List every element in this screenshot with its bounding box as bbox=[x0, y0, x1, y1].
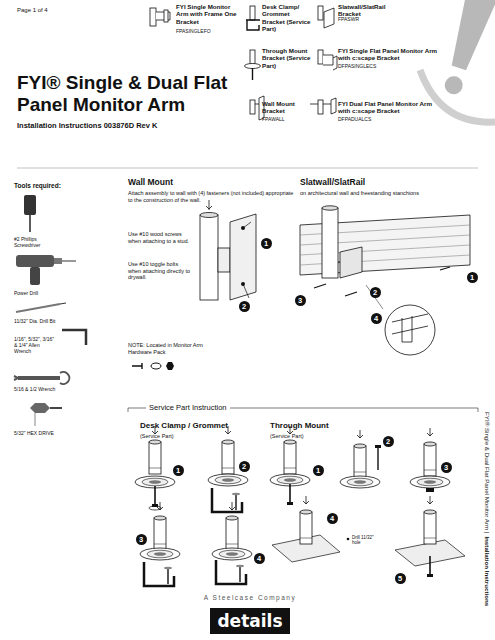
product-name: Through Mount Bracket (Service Part) bbox=[262, 47, 316, 69]
section-heading: Tools required: bbox=[14, 182, 94, 190]
part-number: DFPADUALCS bbox=[338, 116, 398, 122]
callout-text: 3 bbox=[298, 296, 302, 305]
product-name: FYI Dual Flat Panel Monitor Arm with c:s… bbox=[338, 100, 440, 115]
logo-box: details bbox=[210, 608, 290, 634]
product-name: Wall Mount Bracket bbox=[262, 100, 316, 115]
callout-text: 4 bbox=[257, 554, 261, 563]
callout-text: 3 bbox=[139, 535, 143, 544]
callout-number: 1 bbox=[313, 465, 324, 476]
part-number: DFPASINGLECS bbox=[338, 63, 398, 69]
callout-number: 4 bbox=[327, 513, 338, 524]
page-number: Page 1 of 4 bbox=[17, 7, 97, 14]
tool-name: Power Drill bbox=[14, 290, 74, 296]
callout-number: 2 bbox=[239, 301, 250, 312]
callout-number: 1 bbox=[173, 465, 184, 476]
callout-number: 2 bbox=[239, 461, 250, 472]
product-name: FYI Single Flat Panel Monitor Arm with c… bbox=[338, 47, 440, 62]
note-text: NOTE: Located in Monitor Arm Hardware Pa… bbox=[128, 342, 220, 355]
callout-text: 2 bbox=[373, 288, 377, 297]
tool-name: 5/32" HEX DRIVE bbox=[14, 430, 84, 436]
callout-number: 2 bbox=[383, 436, 394, 447]
section-heading: Desk Clamp / Grommet bbox=[140, 421, 260, 431]
callout-text: 3 bbox=[444, 463, 448, 472]
bracket-heading: Service Part Instruction bbox=[146, 403, 230, 412]
callout-number: 3 bbox=[441, 462, 452, 473]
callout-number: 5 bbox=[395, 573, 406, 584]
title: FYI® Single & Dual Flat Panel Monitor Ar… bbox=[17, 72, 249, 116]
sub-heading: (Service Part) bbox=[140, 433, 220, 440]
callout-text: 1 bbox=[176, 466, 180, 475]
callout-number: 3 bbox=[136, 534, 147, 545]
callout-number: 4 bbox=[371, 313, 382, 324]
company-line: A Steelcase Company bbox=[150, 594, 350, 602]
footer-doc-type: Installation Instructions bbox=[484, 536, 491, 606]
callout-number: 2 bbox=[370, 287, 381, 298]
callout-text: 1 bbox=[316, 466, 320, 475]
callout-text: 2 bbox=[386, 437, 390, 446]
instruction-text: Attach assembly to wall with (4) fastene… bbox=[128, 190, 298, 203]
product-name: Slatwall/SlatRail Bracket bbox=[338, 3, 408, 18]
callout-number: 3 bbox=[295, 295, 306, 306]
callout-text: 1 bbox=[264, 239, 268, 248]
callout-text: 4 bbox=[374, 314, 378, 323]
sub-heading: (Service Part) bbox=[270, 433, 350, 440]
callout-number: 1 bbox=[467, 272, 478, 283]
product-name: FYI Single Monitor Arm with Frame One Br… bbox=[176, 3, 240, 25]
tool-name: 1/16", 5/32", 3/16" & 1/4" Allen Wrench bbox=[14, 336, 56, 354]
section-heading: Through Mount bbox=[270, 421, 390, 431]
section-heading: Slatwall/SlatRail bbox=[300, 177, 450, 187]
callout-text: 1 bbox=[470, 273, 474, 282]
part-number: FPASINGLEFO bbox=[176, 28, 236, 34]
tool-name: 5/16 & 1/2 Wrench bbox=[14, 386, 84, 392]
callout-text: 5 bbox=[398, 574, 402, 583]
footer-title: FYI® Single & Dual Flat Panel Monitor Ar… bbox=[484, 412, 491, 533]
document-number: Installation Instructions 003876D Rev K bbox=[17, 121, 237, 130]
callout-text: 2 bbox=[242, 462, 246, 471]
note-text: Use #10 wood screws when attaching to a … bbox=[128, 231, 192, 244]
logo-text: details bbox=[217, 611, 282, 631]
part-number: FPAWALL bbox=[262, 116, 316, 122]
instruction-text: on architectural wall and freestanding s… bbox=[300, 190, 450, 197]
callout-text: 2 bbox=[242, 302, 246, 311]
callout-number: 1 bbox=[261, 238, 272, 249]
side-footer: FYI® Single & Dual Flat Panel Monitor Ar… bbox=[484, 412, 491, 606]
section-heading: Wall Mount bbox=[128, 177, 248, 187]
callout-number: 4 bbox=[254, 553, 265, 564]
part-number: FPASWR bbox=[338, 16, 398, 22]
tool-name: #2 Phillips Screwdriver bbox=[14, 236, 62, 248]
drill-note: Drill 11/32" hole bbox=[352, 535, 380, 546]
callout-text: 4 bbox=[330, 514, 334, 523]
product-name: Desk Clamp/ Grommet Bracket (Service Par… bbox=[262, 3, 312, 33]
note-text: Use #10 toggle bolts when attaching dire… bbox=[128, 261, 192, 281]
tool-name: 11/32" Dia. Drill Bit bbox=[14, 318, 94, 324]
